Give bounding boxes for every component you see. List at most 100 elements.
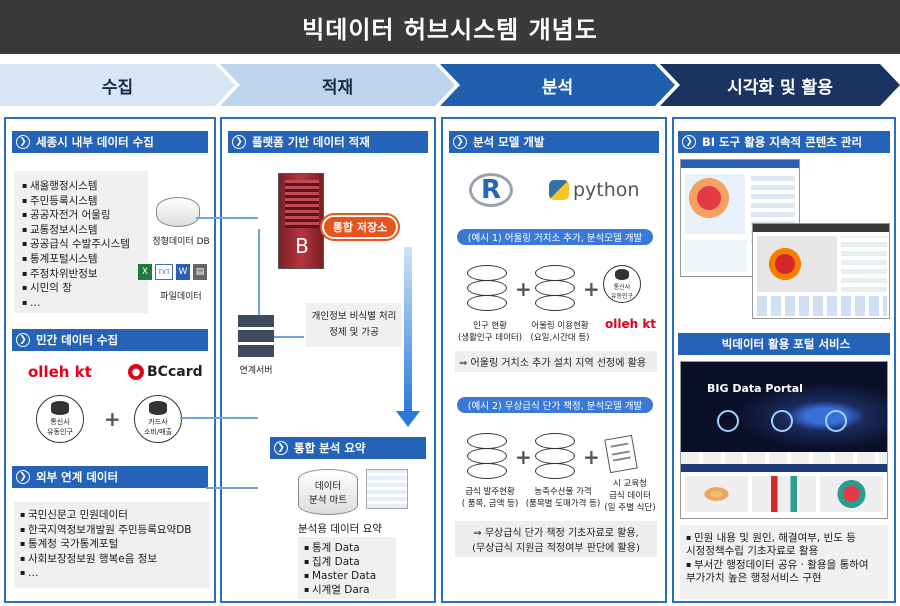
- file-icons: X TXT W ▤: [138, 264, 207, 280]
- python-text: python: [573, 179, 640, 201]
- database-icon: [535, 265, 575, 315]
- database-icon: [156, 197, 200, 227]
- plus-icon: +: [515, 277, 532, 301]
- database-disk: [535, 448, 575, 464]
- r-logo: R: [469, 173, 513, 207]
- server-rack-icon: B: [278, 173, 324, 269]
- connector-line: [196, 217, 258, 219]
- telecom-badge: 통신사 유동인구: [603, 265, 641, 303]
- telecom-badge: 통신사 유동인구: [36, 395, 84, 443]
- stage-load: 적재: [220, 64, 455, 106]
- section-title: 분석 모델 개발: [473, 135, 545, 149]
- internal-list-box: 새올행정시스템주민등록시스템공공자전거 어울링교통정보시스템공공급식 수발주시스…: [14, 171, 148, 313]
- section-header-platform: ❯ 플랫폼 기반 데이터 적재: [228, 131, 428, 153]
- portal-list: 민원 내용 및 원인, 해결여부, 빈도 등 시정정책수립 기초자료로 활용부서…: [680, 525, 888, 585]
- chevron-right-icon: ❯: [16, 333, 30, 347]
- portal-list-box: 민원 내용 및 원인, 해결여부, 빈도 등 시정정책수립 기초자료로 활용부서…: [680, 525, 888, 599]
- example-2-banner: (예시 2) 무상급식 단가 책정, 분석모델 개발: [457, 397, 653, 413]
- connector-line: [206, 487, 258, 489]
- link-server-label: 연계서버: [239, 366, 273, 376]
- bc-logo-icon: ●: [128, 364, 144, 380]
- list-item: 사회보장정보원 행복e음 정보: [20, 552, 210, 567]
- connector-line: [258, 229, 260, 315]
- list-item: Master Data: [304, 569, 396, 583]
- section-header-external: ❯ 외부 연계 데이터: [12, 466, 208, 488]
- storage-label: 통합 저장소: [322, 215, 398, 239]
- database-disk: [467, 295, 507, 311]
- section-title: 외부 연계 데이터: [36, 470, 119, 484]
- chevron-right-icon: ❯: [16, 135, 30, 149]
- section-header-internal: ❯ 세종시 내부 데이터 수집: [12, 131, 208, 153]
- section-title: 통합 분석 요약: [294, 441, 366, 455]
- chevron-right-icon: ❯: [232, 135, 246, 149]
- server-letter: B: [295, 234, 309, 258]
- python-icon: [549, 180, 569, 200]
- example-1-result: ⇒ 어울링 거치소 추가 설치 지역 선정에 활용: [455, 351, 657, 372]
- list-item: 교통정보시스템: [22, 223, 148, 238]
- file-data-label: 파일데이터: [160, 292, 202, 302]
- olleh-kt-logo: olleh kt: [605, 317, 657, 331]
- database-icon: [149, 401, 167, 415]
- list-item: 새올행정시스템: [22, 179, 148, 194]
- section-header-portal: 빅데이터 활용 포털 서비스: [678, 333, 890, 355]
- db-label: 어울링 이용현황 (요일,시간대 등): [530, 321, 590, 343]
- refine-label: 정제 및 가공: [329, 327, 379, 338]
- bi-dashboard-screenshot: [680, 159, 800, 277]
- list-item: 국민신문고 민원데이터: [20, 508, 210, 523]
- list-item: 공공급식 수발주시스템: [22, 237, 148, 252]
- word-icon: W: [176, 264, 190, 280]
- list-item: 집계 Data: [304, 555, 396, 569]
- database-icon: [615, 268, 629, 280]
- database-disk: [535, 463, 575, 479]
- portal-banner-text: BIG Data Portal: [707, 382, 803, 395]
- database-icon: [467, 433, 507, 483]
- python-logo: python: [549, 179, 639, 201]
- stage-analyze: 분석: [440, 64, 675, 106]
- r-letter: R: [480, 175, 502, 205]
- database-disk: [535, 433, 575, 449]
- list-item: 통계 Data: [304, 541, 396, 555]
- database-disk: [467, 433, 507, 449]
- process-box: 개인정보 비식별 처리 정제 및 가공: [306, 303, 402, 347]
- section-header-model: ❯ 분석 모델 개발: [449, 131, 659, 153]
- link-server-icon: [238, 315, 274, 359]
- data-mart-icon: 데이터 분석 마트: [298, 469, 358, 515]
- plus-icon: +: [583, 445, 600, 469]
- db-label: 농축수산물 가격 (품목별 도매가격 등): [525, 487, 601, 509]
- chevron-right-icon: ❯: [682, 135, 696, 149]
- analyze-column: ❯ 분석 모델 개발 R python (예시 1) 어울링 거치소 추가, 분…: [441, 117, 667, 603]
- plus-icon: +: [583, 277, 600, 301]
- list-item: 한국지역정보개발원 주민등록요약DB: [20, 523, 210, 538]
- txt-file-icon: TXT: [155, 264, 173, 280]
- database-disk: [535, 265, 575, 281]
- card-badge: 카드사 소비/매출: [134, 395, 182, 443]
- list-item: 통계포털시스템: [22, 252, 148, 267]
- list-item: 민원 내용 및 원인, 해결여부, 빈도 등 시정정책수립 기초자료로 활용: [686, 531, 884, 558]
- file-icon: ▤: [193, 264, 207, 280]
- stage-visualize: 시각화 및 활용: [660, 64, 900, 106]
- section-title: 민간 데이터 수집: [36, 333, 119, 347]
- bi-map-screenshot: [752, 223, 890, 319]
- database-disk: [535, 295, 575, 311]
- external-list: 국민신문고 민원데이터한국지역정보개발원 주민등록요약DB통계청 국가통계포털사…: [14, 502, 210, 581]
- badge-label: 통신사 유동인구: [610, 283, 634, 300]
- list-item: 통계청 국가통계포털: [20, 537, 210, 552]
- section-title: 빅데이터 활용 포털 서비스: [721, 337, 851, 351]
- load-column: ❯ 플랫폼 기반 데이터 적재 B 통합 저장소 개인정보 비식별 처리 정제 …: [220, 117, 436, 603]
- plus-icon: +: [104, 407, 121, 431]
- summary-list-box: 통계 Data집계 DataMaster Data시계열 Dara: [298, 537, 396, 599]
- internal-list: 새올행정시스템주민등록시스템공공자전거 어울링교통정보시스템공공급식 수발주시스…: [14, 171, 148, 310]
- external-list-box: 국민신문고 민원데이터한국지역정보개발원 주민등록요약DB통계청 국가통계포털사…: [14, 502, 210, 588]
- portal-screenshot: BIG Data Portal: [680, 361, 888, 519]
- connector-line: [274, 336, 304, 338]
- chevron-right-icon: ❯: [274, 441, 288, 455]
- list-item: 주민등록시스템: [22, 194, 148, 209]
- list-item: 주정차위반정보: [22, 267, 148, 282]
- section-title: BI 도구 활용 지속적 콘텐츠 관리: [702, 135, 863, 149]
- list-item: 시민의 창: [22, 281, 148, 296]
- example-2-result: ⇒ 무상급식 단가 책정 기초자료로 활용, (무상급식 지원금 적정여부 판단…: [455, 521, 657, 557]
- collect-column: ❯ 세종시 내부 데이터 수집 새올행정시스템주민등록시스템공공자전거 어울링교…: [4, 117, 216, 603]
- summary-list: 통계 Data집계 DataMaster Data시계열 Dara: [298, 537, 396, 597]
- olleh-kt-logo: olleh kt: [28, 363, 92, 381]
- section-title: 세종시 내부 데이터 수집: [36, 135, 154, 149]
